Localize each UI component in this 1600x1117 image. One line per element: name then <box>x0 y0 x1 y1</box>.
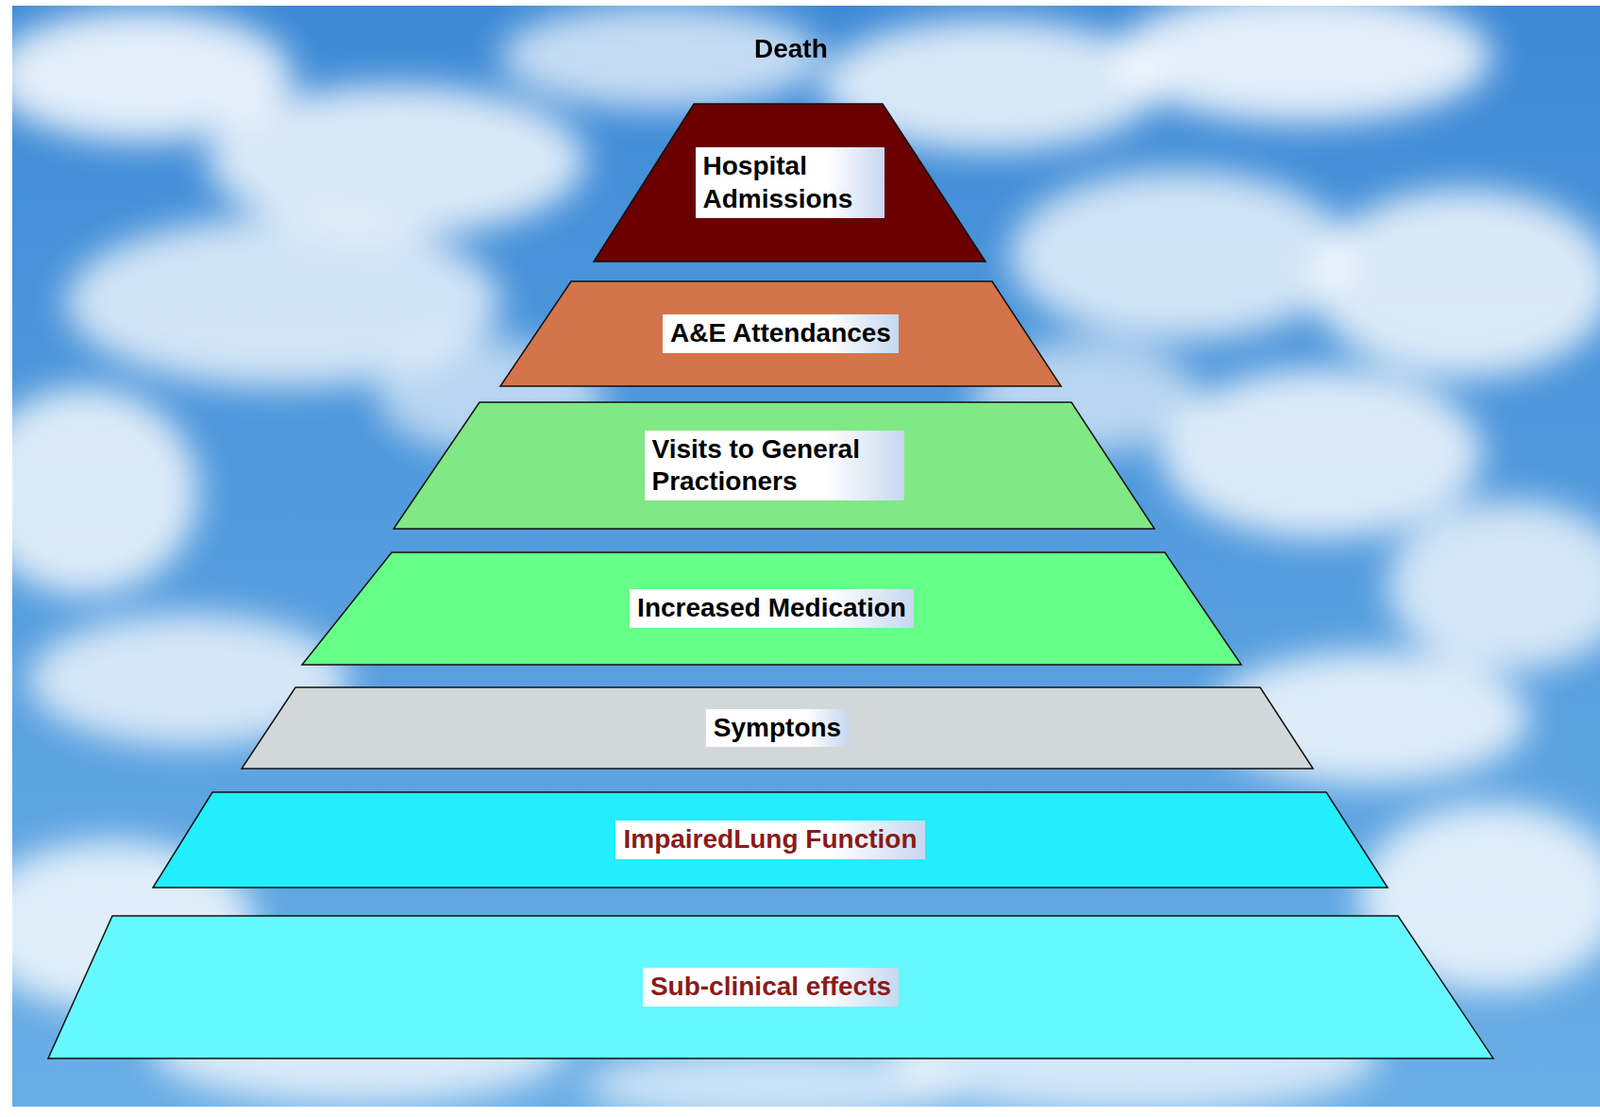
trapezoid-outline <box>241 687 1314 769</box>
pyramid-band: Symptons <box>241 687 1314 769</box>
trapezoid-outline <box>393 402 1155 529</box>
pyramid-band: ImpairedLung Function <box>152 791 1388 888</box>
band-label: ImpairedLung Function <box>615 820 925 859</box>
band-label: Visits to General Practioners <box>644 430 905 501</box>
pyramid-band: Sub-clinical effects <box>48 915 1494 1059</box>
band-label: A&E Attendances <box>662 314 899 353</box>
band-label: Increased Medication <box>629 589 914 627</box>
pyramid-band: Visits to General Practioners <box>393 402 1155 529</box>
apex-label: Death <box>754 33 828 65</box>
pyramid-band: A&E Attendances <box>500 281 1062 387</box>
pyramid-band: Increased Medication <box>302 552 1242 665</box>
trapezoid-outline <box>48 915 1494 1059</box>
band-label: Sub-clinical effects <box>642 967 899 1006</box>
pyramid-band: Hospital Admissions <box>593 103 986 262</box>
trapezoid-outline <box>500 281 1062 387</box>
trapezoid-outline <box>302 552 1242 665</box>
trapezoid-outline <box>152 791 1388 888</box>
trapezoid-outline <box>593 103 986 262</box>
band-label: Hospital Admissions <box>695 147 885 218</box>
band-label: Symptons <box>706 708 849 747</box>
